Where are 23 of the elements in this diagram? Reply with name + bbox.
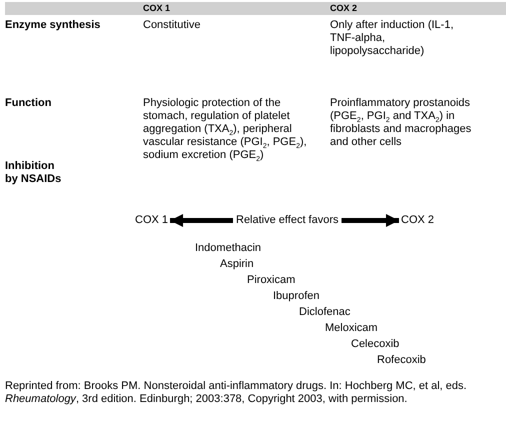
caption: Reprinted from: Brooks PM. Nonsteroidal anti-inflammatory drugs. In: Hochberg MC, et al, eds. Rheumatology, 3rd edition. Edinburgh; 2003:378, Copyright 2003, with permission. [5,380,468,406]
drug-name: Piroxicam [247,274,296,287]
drug-name: Rofecoxib [377,354,426,367]
axis-label: COX 2 [401,214,434,227]
drug-name: Meloxicam [325,322,378,335]
row-header: Function [5,97,52,110]
axis-label: Relative effect favors [236,214,339,227]
drug-name: Indomethacin [195,242,262,255]
axis-label: COX 1 [135,214,168,227]
table-cell-text: Proinflammatory prostanoids (PGE$_{2}$, PGI$_{2}$ and TXA$_{2}$) in fibroblasts and macrophages and other cells [330,97,472,149]
arrow [342,214,399,227]
table-cell-text: Physiologic protection of the stomach, regulation of platelet aggregation (TXA$_{2}$), peripheral vascular resistance (PGI$_{2}$, PGE$_{2}$), sodium excretion (PGE$_{2}$) [143,97,308,162]
drug-name: Diclofenac [299,306,350,319]
drug-name: Aspirin [220,258,254,271]
drug-name: Celecoxib [351,338,400,351]
drug-name: Ibuprofen [273,290,320,303]
row-header: Enzyme synthesis [5,19,102,32]
table-cell-text: Constitutive [143,19,202,32]
column-header: COX 1 [143,2,172,14]
arrow [170,214,233,227]
column-header: COX 2 [330,2,358,14]
table-cell: Only after induction (IL-1, TNF-alpha, lipopolysaccharide) [330,19,455,58]
row-header: Inhibition by NSAIDs [5,160,62,186]
